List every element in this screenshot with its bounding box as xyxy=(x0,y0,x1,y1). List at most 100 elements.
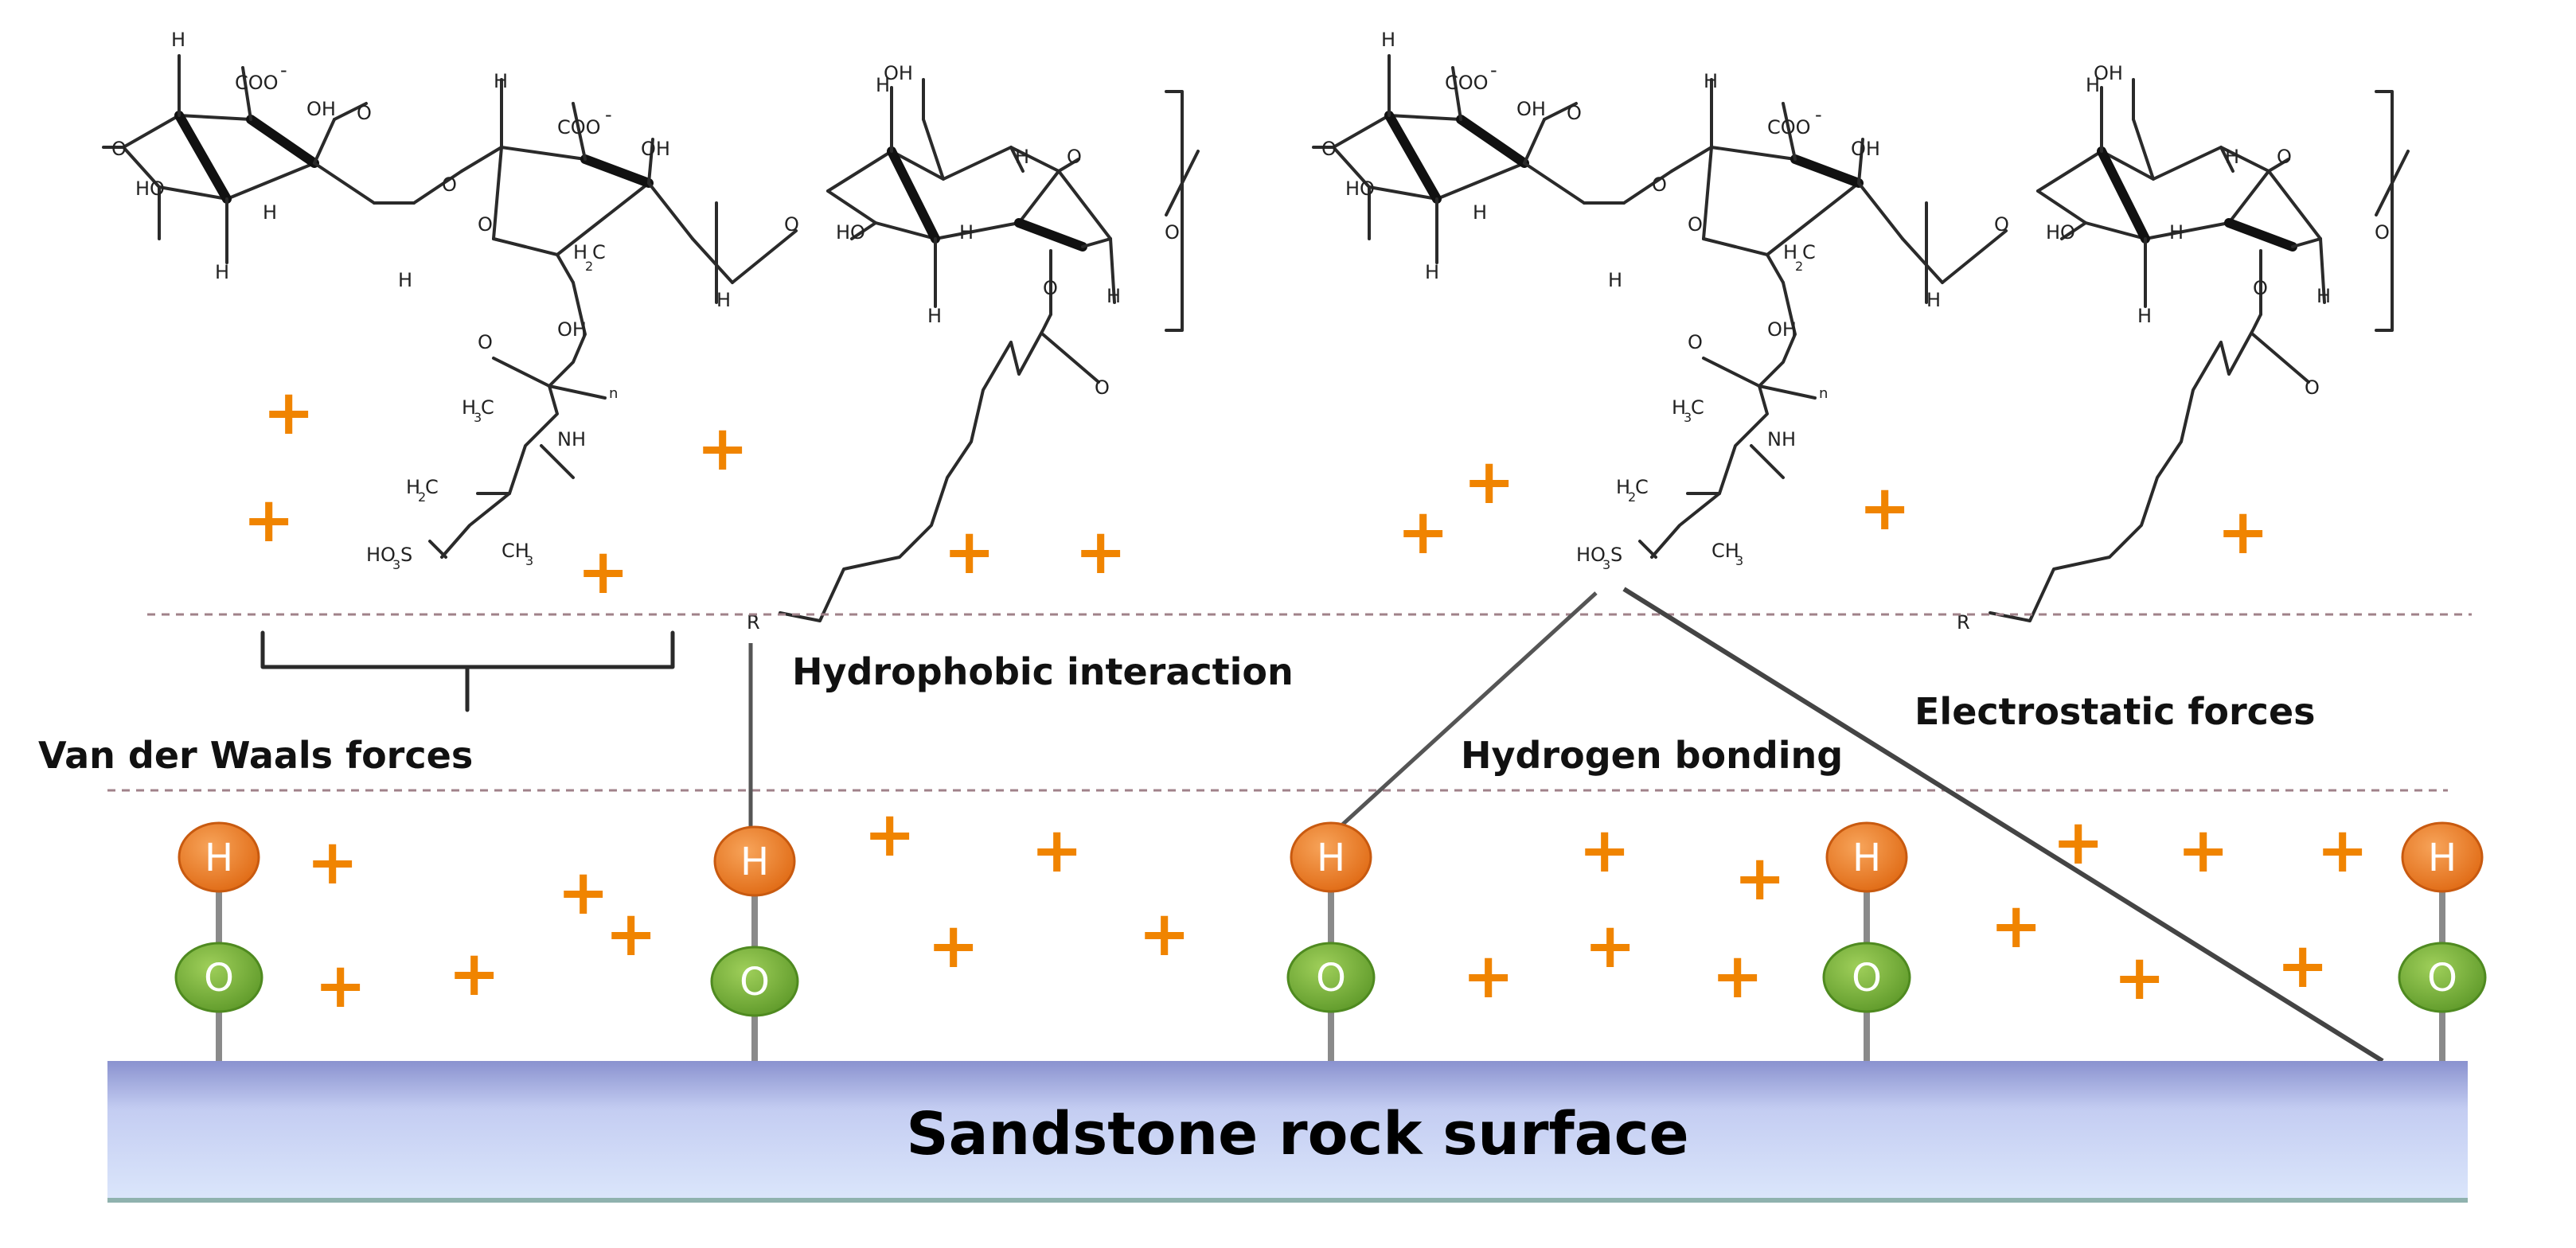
svg-text:2: 2 xyxy=(418,489,426,505)
svg-text:H: H xyxy=(1317,836,1345,880)
svg-text:O: O xyxy=(357,102,372,124)
positive-charge: + xyxy=(864,799,915,871)
positive-charge: + xyxy=(697,413,748,485)
svg-text:H: H xyxy=(1704,70,1718,92)
svg-text:H: H xyxy=(2225,146,2239,168)
svg-text:C: C xyxy=(1802,241,1816,263)
svg-text:H: H xyxy=(1107,285,1121,307)
positive-charge: + xyxy=(1859,473,1911,544)
electrostatic-forces-label: Electrostatic forces xyxy=(1914,690,2316,733)
hydrogen-bonding-label: Hydrogen bonding xyxy=(1461,734,1843,777)
svg-text:O: O xyxy=(1567,102,1582,124)
positive-charge: + xyxy=(927,911,979,982)
svg-text:HO: HO xyxy=(2046,221,2075,244)
svg-text:H: H xyxy=(876,74,890,96)
svg-text:COO: COO xyxy=(1445,72,1489,94)
positive-charge: + xyxy=(2052,807,2104,879)
svg-text:H: H xyxy=(716,289,731,311)
svg-text:H: H xyxy=(406,476,420,498)
svg-text:O: O xyxy=(1043,277,1058,299)
svg-text:NH: NH xyxy=(557,428,586,450)
svg-text:O: O xyxy=(478,331,493,353)
svg-text:HO: HO xyxy=(135,177,165,200)
svg-text:O: O xyxy=(204,956,234,1000)
svg-text:2: 2 xyxy=(585,259,593,274)
svg-text:H: H xyxy=(171,29,185,51)
svg-text:H: H xyxy=(215,261,229,283)
svg-text:H: H xyxy=(573,241,587,263)
hydrogen-atom xyxy=(2401,821,2484,893)
svg-text:H: H xyxy=(740,840,769,884)
svg-text:2: 2 xyxy=(1795,259,1803,274)
van-der-waals-bracket xyxy=(260,630,675,712)
svg-text:H: H xyxy=(462,396,476,419)
van-der-waals-label: Van der Waals forces xyxy=(38,734,473,777)
svg-text:3: 3 xyxy=(392,557,400,572)
svg-text:C: C xyxy=(481,396,494,419)
svg-text:C: C xyxy=(1691,396,1704,419)
hydrogen-bonding-line xyxy=(1337,591,1598,829)
svg-text:H: H xyxy=(2316,285,2331,307)
svg-text:H: H xyxy=(263,201,277,224)
oxygen-atom xyxy=(174,942,263,1013)
svg-text:CH: CH xyxy=(1711,540,1739,562)
svg-text:R: R xyxy=(1957,611,1970,634)
positive-charge: + xyxy=(2217,497,2269,568)
svg-text:HO: HO xyxy=(366,544,396,566)
svg-text:H: H xyxy=(2169,221,2184,244)
svg-text:R: R xyxy=(747,611,760,634)
hydrogen-atom xyxy=(713,825,796,897)
positive-charge: + xyxy=(2113,942,2165,1014)
svg-text:H: H xyxy=(398,269,412,291)
svg-text:OH: OH xyxy=(1767,318,1797,341)
svg-text:OH: OH xyxy=(2094,62,2123,84)
svg-text:OH: OH xyxy=(306,98,336,120)
svg-text:n: n xyxy=(1819,385,1828,402)
svg-text:OH: OH xyxy=(884,62,913,84)
polymer-structure-right: H COO - OH O O HO H H H O H COO - OH O H… xyxy=(1313,29,2408,634)
positive-charge: + xyxy=(1462,941,1514,1012)
svg-text:O: O xyxy=(2375,221,2390,244)
sandstone-rock-surface xyxy=(107,1061,2468,1200)
svg-text:H: H xyxy=(1425,261,1439,283)
hydroxyl-group: O H xyxy=(710,825,799,1061)
svg-text:O: O xyxy=(2253,277,2268,299)
svg-text:H: H xyxy=(494,70,508,92)
svg-text:O: O xyxy=(1095,376,1110,399)
svg-text:OH: OH xyxy=(1851,138,1880,160)
hydrogen-atom xyxy=(178,821,260,893)
svg-text:O: O xyxy=(1165,221,1180,244)
svg-text:-: - xyxy=(1490,59,1497,81)
positive-charge: + xyxy=(263,377,314,449)
svg-text:H: H xyxy=(1926,289,1941,311)
svg-text:O: O xyxy=(1321,138,1337,160)
svg-text:OH: OH xyxy=(557,318,587,341)
svg-text:HO: HO xyxy=(836,221,865,244)
positive-charge: + xyxy=(577,536,629,608)
svg-text:COO: COO xyxy=(1767,116,1811,138)
svg-text:O: O xyxy=(478,213,493,236)
surface-label: Sandstone rock surface xyxy=(906,1100,1688,1168)
electrostatic-force-line xyxy=(1622,587,2384,1063)
svg-text:-: - xyxy=(280,59,287,81)
svg-text:O: O xyxy=(784,213,799,236)
positive-charge: + xyxy=(1579,815,1630,887)
svg-text:H: H xyxy=(2086,74,2100,96)
positive-charge: + xyxy=(1138,899,1190,970)
positive-charge: + xyxy=(1584,911,1636,982)
svg-text:H: H xyxy=(1783,241,1797,263)
positive-charge: + xyxy=(243,485,295,556)
hydrogen-atom xyxy=(1825,821,1908,893)
svg-text:C: C xyxy=(1635,476,1649,498)
svg-text:H: H xyxy=(1608,269,1622,291)
svg-text:O: O xyxy=(2305,376,2320,399)
svg-text:O: O xyxy=(1852,956,1882,1000)
svg-text:H: H xyxy=(205,836,233,880)
svg-text:CH: CH xyxy=(502,540,529,562)
oxygen-atom xyxy=(1286,942,1376,1013)
svg-text:2: 2 xyxy=(1628,489,1636,505)
positive-charge: + xyxy=(1397,497,1449,568)
svg-text:3: 3 xyxy=(1735,553,1743,568)
svg-text:3: 3 xyxy=(474,410,482,425)
svg-text:O: O xyxy=(1652,174,1667,196)
